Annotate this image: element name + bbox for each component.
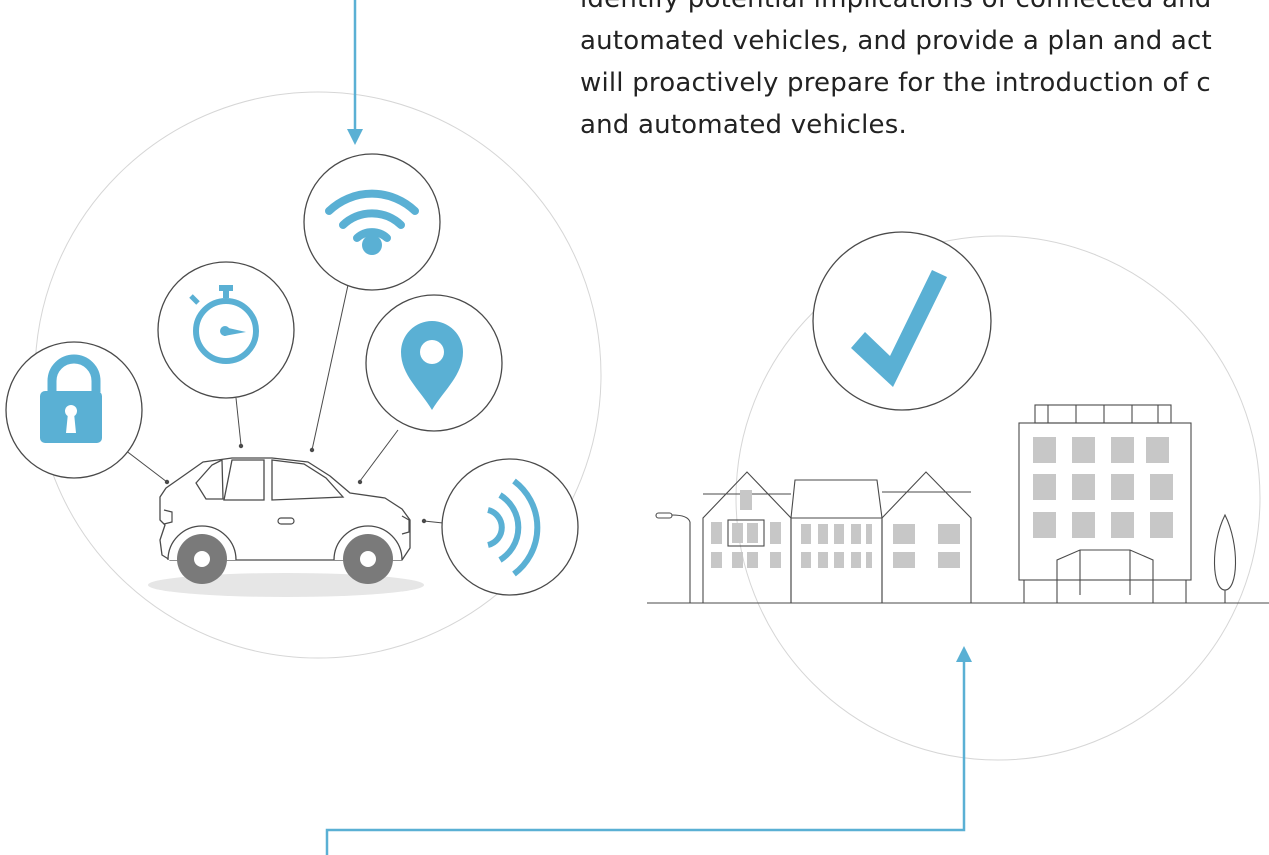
intro-line-2: automated vehicles, and provide a plan a… bbox=[580, 26, 1212, 56]
intro-line-1: identify potential implications of conne… bbox=[580, 0, 1269, 20]
checkmark-icon bbox=[812, 231, 992, 411]
lock-icon bbox=[5, 341, 143, 479]
signal-waves-icon bbox=[441, 458, 579, 596]
city-halo-circle bbox=[735, 235, 1261, 761]
car-illustration bbox=[148, 457, 424, 597]
building-windows bbox=[711, 437, 1173, 568]
connector-dots bbox=[164, 443, 427, 524]
location-pin-icon bbox=[365, 294, 503, 432]
cityscape bbox=[647, 404, 1269, 604]
bottom-connector-arrow bbox=[325, 646, 972, 855]
street-lamp bbox=[655, 512, 691, 603]
top-down-arrow bbox=[347, 0, 363, 145]
house-right bbox=[881, 471, 972, 603]
wifi-icon bbox=[303, 153, 441, 291]
tree bbox=[1213, 513, 1237, 603]
icon-connectors bbox=[124, 284, 444, 524]
intro-line-3: will proactively prepare for the introdu… bbox=[580, 68, 1211, 98]
office-building bbox=[1018, 404, 1192, 603]
stopwatch-icon bbox=[157, 261, 295, 399]
intro-line-4: and automated vehicles. bbox=[580, 110, 907, 140]
intro-paragraph: identify potential implications of conne… bbox=[580, 0, 1269, 146]
